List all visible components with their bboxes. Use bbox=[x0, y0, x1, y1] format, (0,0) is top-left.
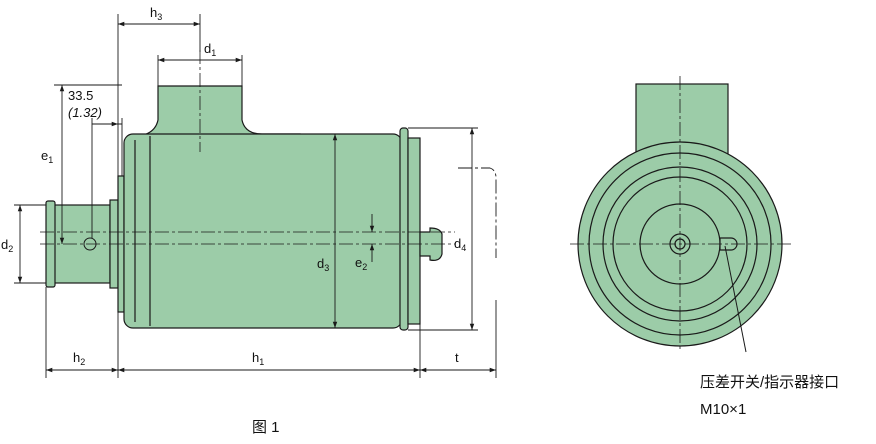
port-hole bbox=[83, 237, 97, 251]
port-leader-line bbox=[724, 245, 747, 353]
label-e2: e2 bbox=[355, 255, 367, 272]
label-d3: d3 bbox=[317, 256, 329, 273]
label-h2: h2 bbox=[73, 350, 85, 367]
side-view-dimensions bbox=[14, 14, 497, 378]
front-view-centerlines bbox=[570, 76, 792, 350]
label-e1: e1 bbox=[41, 148, 53, 165]
label-dim-mm: 33.5 bbox=[68, 88, 93, 103]
label-h3: h3 bbox=[150, 5, 162, 22]
port-thread: M10×1 bbox=[700, 401, 746, 418]
figure-caption: 图 1 bbox=[252, 419, 280, 436]
label-h1: h1 bbox=[252, 350, 264, 367]
port-label: 压差开关/指示器接口 bbox=[700, 374, 839, 391]
filter-cover bbox=[399, 127, 409, 331]
side-view-labels: h3 d1 33.5 (1.32) e1 d2 d3 e2 d4 h2 h1 t bbox=[1, 5, 466, 367]
label-dim-in: (1.32) bbox=[68, 105, 102, 120]
label-d4: d4 bbox=[454, 236, 466, 253]
front-indicator-port bbox=[719, 237, 738, 251]
label-t: t bbox=[455, 350, 459, 365]
cover-plate bbox=[407, 137, 421, 325]
outlet-pipe bbox=[137, 85, 301, 137]
side-view-centerlines bbox=[40, 50, 455, 245]
filter-housing bbox=[123, 133, 403, 329]
label-d2: d2 bbox=[1, 237, 13, 254]
label-d1: d1 bbox=[204, 41, 216, 58]
side-view bbox=[45, 85, 443, 331]
